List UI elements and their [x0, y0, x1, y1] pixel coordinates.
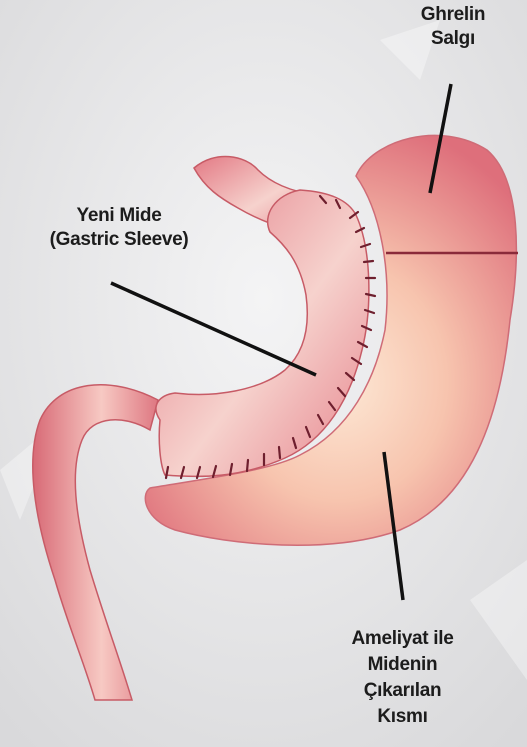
removed-label-line-1: Ameliyat ile — [320, 626, 485, 652]
sleeve-label-line-1: Yeni Mide — [14, 204, 224, 228]
ghrelin-label-line-1: Ghrelin — [398, 3, 508, 27]
removed-label-line-2: Midenin — [320, 652, 485, 678]
sleeve-label: Yeni Mide (Gastric Sleeve) — [14, 204, 224, 252]
ghrelin-label-line-2: Salgı — [398, 27, 508, 51]
removed-part-label: Ameliyat ile Midenin Çıkarılan Kısmı — [320, 626, 485, 730]
ghrelin-label: Ghrelin Salgı — [398, 3, 508, 51]
removed-label-line-4: Kısmı — [320, 704, 485, 730]
removed-label-line-3: Çıkarılan — [320, 678, 485, 704]
sleeve-label-line-2: (Gastric Sleeve) — [14, 228, 224, 252]
